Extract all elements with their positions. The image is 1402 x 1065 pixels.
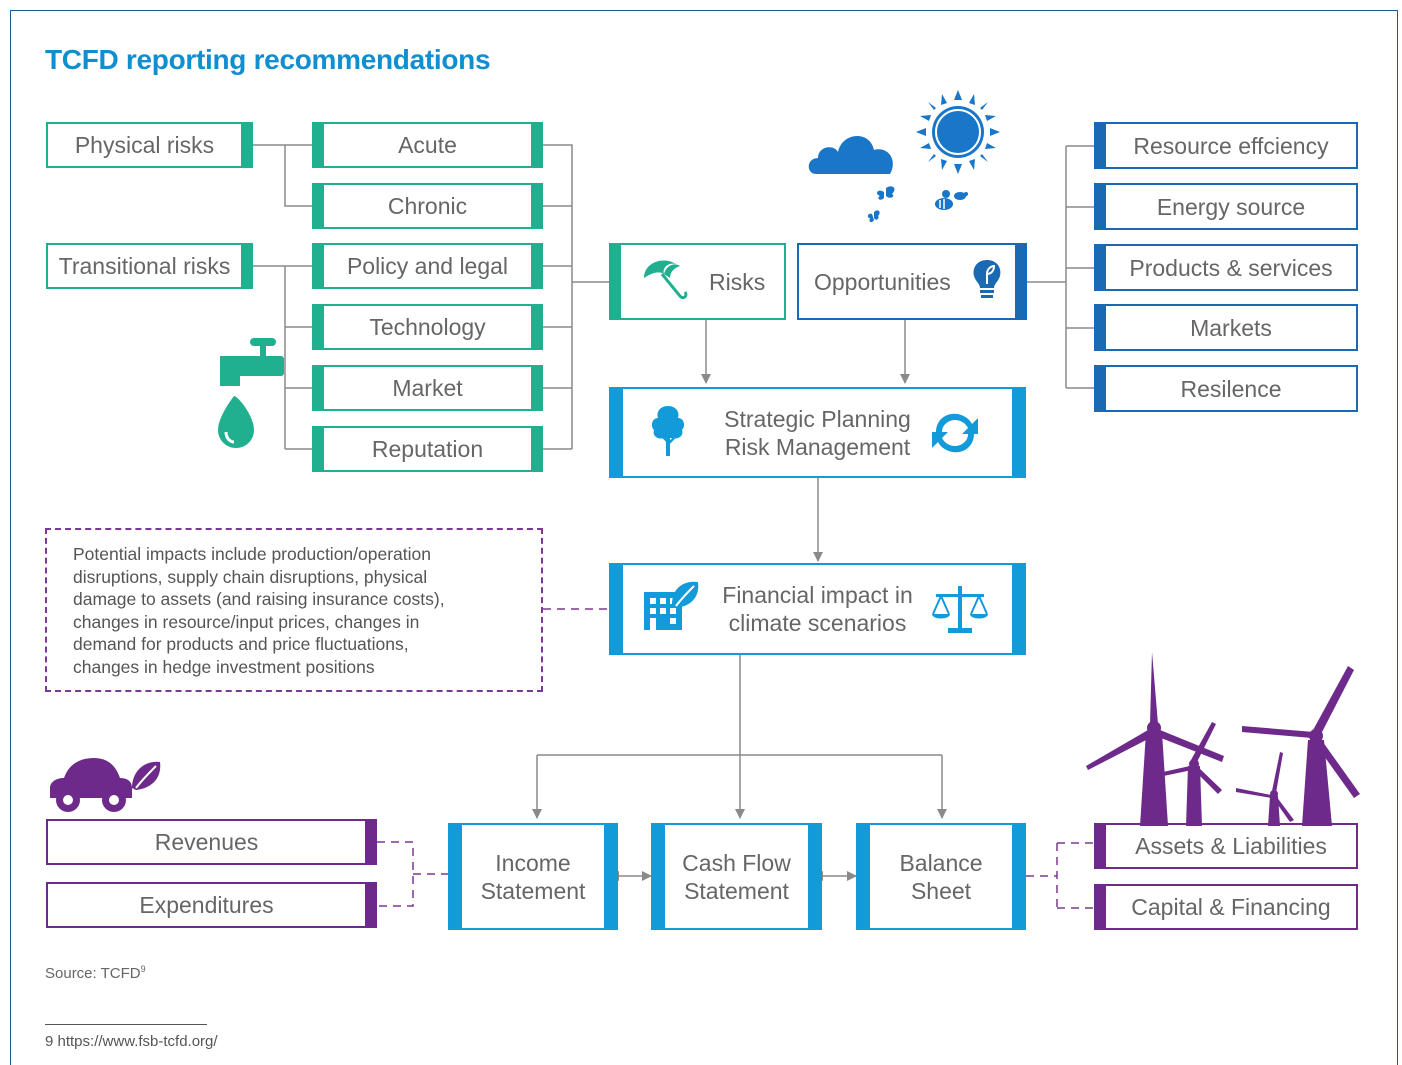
financial-impact-label-1: Financial impact in [722, 582, 913, 608]
resource-efficiency-label: Resource effciency [1133, 132, 1329, 159]
physical-risks-box: Physical risks [46, 122, 253, 168]
strategic-planning-label: Strategic Planning [724, 405, 911, 432]
note-line: changes in resource/input prices, change… [73, 611, 420, 632]
acute-label: Acute [398, 132, 457, 158]
umbrella-icon [644, 260, 688, 300]
markets-label: Markets [1190, 314, 1272, 341]
figure-title: TCFD reporting recommendations [45, 44, 491, 75]
technology-box: Technology [312, 304, 543, 350]
figure-frame [10, 10, 1398, 1065]
energy-source-box: Energy source [1094, 183, 1358, 230]
income-statement-box: Income Statement [448, 823, 618, 930]
policy-legal-label: Policy and legal [346, 253, 509, 279]
source-sup: 9 [140, 964, 146, 974]
financial-impact-label-2: climate scenarios [728, 610, 907, 636]
capital-financing-label: Capital & Financing [1131, 894, 1331, 920]
assets-liabilities-label: Assets & Liabilities [1135, 833, 1327, 859]
wind-turbines-icon [1086, 652, 1360, 826]
expenditures-box: Expenditures [46, 882, 377, 928]
physical-risks-label: Physical risks [74, 132, 215, 158]
balance-sheet-label-2: Sheet [910, 877, 972, 904]
strategic-planning-box: Strategic Planning Risk Management [609, 387, 1026, 478]
resilence-label: Resilence [1180, 375, 1282, 402]
transitional-risks-label: Transitional risks [58, 253, 231, 279]
income-statement-label-1: Income [495, 849, 571, 876]
assets-liabilities-box: Assets & Liabilities [1094, 823, 1358, 869]
note-line: damage to assets (and raising insurance … [73, 589, 445, 610]
markets-box: Markets [1094, 304, 1358, 351]
note-line: changes in hedge investment positions [73, 656, 375, 677]
risks-box: Risks [609, 243, 786, 320]
lightbulb-icon [973, 260, 1001, 298]
expenditures-label: Expenditures [139, 892, 274, 918]
technology-label: Technology [369, 314, 486, 340]
revenues-box: Revenues [46, 819, 377, 865]
market-label: Market [392, 375, 463, 401]
income-statement-label-2: Statement [480, 877, 586, 904]
products-services-box: Products & services [1094, 244, 1358, 291]
balance-sheet-box: Balance Sheet [856, 823, 1026, 930]
risks-label: Risks [709, 268, 766, 295]
products-services-label: Products & services [1129, 254, 1333, 281]
refresh-icon [932, 413, 978, 453]
footnote-divider [45, 1024, 207, 1025]
tree-icon [651, 406, 685, 456]
capital-financing-box: Capital & Financing [1094, 884, 1358, 930]
transitional-risks-box: Transitional risks [46, 243, 253, 289]
building-icon [644, 581, 699, 630]
chronic-box: Chronic [312, 183, 543, 229]
acute-box: Acute [312, 122, 543, 168]
impacts-note: Potential impacts include production/ope… [45, 528, 543, 692]
source-text: Source: TCFD [45, 965, 141, 982]
footnote: 9 https://www.fsb-tcfd.org/ [45, 1033, 218, 1050]
risk-management-label: Risk Management [724, 433, 911, 460]
note-line: Potential impacts include production/ope… [73, 544, 431, 564]
resilence-box: Resilence [1094, 365, 1358, 412]
sun-icon [916, 90, 1000, 174]
resource-efficiency-box: Resource effciency [1094, 122, 1358, 169]
reputation-box: Reputation [312, 426, 543, 472]
market-box: Market [312, 365, 543, 411]
faucet-icon [218, 338, 284, 448]
cash-flow-label-2: Statement [684, 877, 789, 904]
car-icon [50, 758, 161, 812]
cash-flow-statement-box: Cash Flow Statement [651, 823, 822, 930]
reputation-label: Reputation [371, 436, 484, 462]
note-line: disruptions, supply chain disruptions, p… [73, 566, 428, 587]
energy-source-label: Energy source [1156, 193, 1306, 220]
butterfly-icon [867, 186, 895, 223]
note-line: demand for products and price fluctuatio… [73, 634, 409, 655]
scales-icon [932, 586, 988, 633]
source-note: Source: TCFD9 [45, 964, 146, 982]
cloud-icon [808, 135, 893, 174]
cash-flow-label-1: Cash Flow [682, 849, 791, 876]
policy-legal-box: Policy and legal [312, 243, 543, 289]
revenues-label: Revenues [154, 829, 259, 855]
chronic-label: Chronic [387, 193, 468, 219]
bee-icon [935, 190, 968, 210]
balance-sheet-label-1: Balance [899, 849, 983, 876]
opportunities-label: Opportunities [814, 268, 951, 295]
